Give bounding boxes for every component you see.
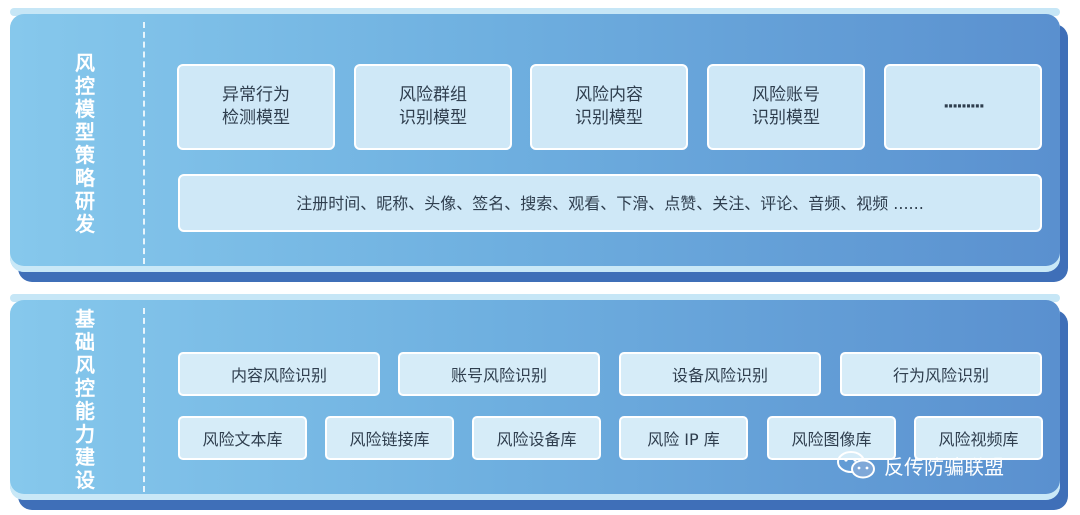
model-box-risk-group: 风险群组 识别模型 — [354, 64, 512, 150]
side-title-char: 风 — [75, 353, 95, 377]
model-box-line2: 识别模型 — [575, 108, 643, 128]
section-divider — [143, 308, 145, 492]
pill-label: 账号风险识别 — [450, 366, 547, 385]
side-title-char: 模 — [75, 97, 95, 121]
model-box-line2: 识别模型 — [752, 108, 820, 128]
capability-behavior-risk: 行为风险识别 — [840, 352, 1042, 396]
model-box-line2: 检测模型 — [222, 108, 290, 128]
side-title-char: 略 — [75, 166, 95, 190]
watermark: 反传防骗联盟 — [836, 450, 1004, 480]
pill-label: 内容风险识别 — [230, 366, 327, 385]
pill-label: 设备风险识别 — [671, 366, 768, 385]
feature-list-box: 注册时间、昵称、头像、签名、搜索、观看、下滑、点赞、关注、评论、音频、视频 ..… — [178, 174, 1042, 232]
model-box-risk-account: 风险账号 识别模型 — [707, 64, 865, 150]
risk-model-strategy-panel: 风 控 模 型 策 略 研 发 异常行为 检测模型 风险群组 识别模型 风险内容… — [10, 14, 1060, 272]
library-risk-text: 风险文本库 — [178, 416, 307, 460]
pill-label: 风险图像库 — [791, 430, 872, 449]
side-title-char: 型 — [75, 120, 95, 144]
side-title-char: 建 — [75, 445, 95, 469]
library-risk-ip: 风险 IP 库 — [619, 416, 748, 460]
model-box-line1: 异常行为 — [222, 85, 290, 105]
side-title-basic-capability: 基 础 风 控 能 力 建 设 — [67, 308, 103, 492]
model-box-line1: 风险群组 — [399, 85, 467, 105]
feature-list-text: 注册时间、昵称、头像、签名、搜索、观看、下滑、点赞、关注、评论、音频、视频 ..… — [296, 193, 924, 213]
pill-label: 风险视频库 — [938, 430, 1019, 449]
side-title-char: 控 — [75, 74, 95, 98]
side-title-char: 基 — [75, 307, 95, 331]
side-title-model-strategy: 风 控 模 型 策 略 研 发 — [67, 52, 103, 236]
side-title-char: 策 — [75, 143, 95, 167]
model-box-ellipsis: ········· — [942, 96, 985, 117]
capability-account-risk: 账号风险识别 — [398, 352, 600, 396]
basic-risk-capability-panel: 基 础 风 控 能 力 建 设 — [10, 300, 1060, 500]
model-box-line1: 风险账号 — [752, 85, 820, 105]
model-box-line2: 识别模型 — [399, 108, 467, 128]
model-box-more: ········· — [884, 64, 1042, 150]
pill-label: 风险链接库 — [349, 430, 430, 449]
side-title-char: 研 — [75, 189, 95, 213]
pill-label: 行为风险识别 — [892, 366, 989, 385]
library-risk-video: 风险视频库 — [914, 416, 1043, 460]
side-title-char: 设 — [75, 468, 95, 492]
capability-device-risk: 设备风险识别 — [619, 352, 821, 396]
model-box-abnormal-behavior: 异常行为 检测模型 — [177, 64, 335, 150]
side-title-char: 控 — [75, 376, 95, 400]
model-box-risk-content: 风险内容 识别模型 — [530, 64, 688, 150]
library-risk-image: 风险图像库 — [767, 416, 896, 460]
wechat-icon — [837, 451, 875, 479]
section-divider — [143, 22, 145, 264]
pill-label: 风险设备库 — [496, 430, 577, 449]
side-title-char: 础 — [75, 330, 95, 354]
model-box-line1: 风险内容 — [575, 85, 643, 105]
library-risk-link: 风险链接库 — [325, 416, 454, 460]
side-title-char: 能 — [75, 399, 95, 423]
side-title-char: 发 — [75, 212, 95, 236]
watermark-text: 反传防骗联盟 — [884, 454, 1004, 479]
bottom-panel-highlight — [10, 294, 1060, 302]
top-panel-highlight — [10, 8, 1060, 16]
side-title-char: 力 — [75, 422, 95, 446]
library-risk-device: 风险设备库 — [472, 416, 601, 460]
side-title-char: 风 — [75, 51, 95, 75]
pill-label: 风险文本库 — [202, 430, 283, 449]
pill-label: 风险 IP 库 — [647, 430, 720, 449]
capability-content-risk: 内容风险识别 — [178, 352, 380, 396]
